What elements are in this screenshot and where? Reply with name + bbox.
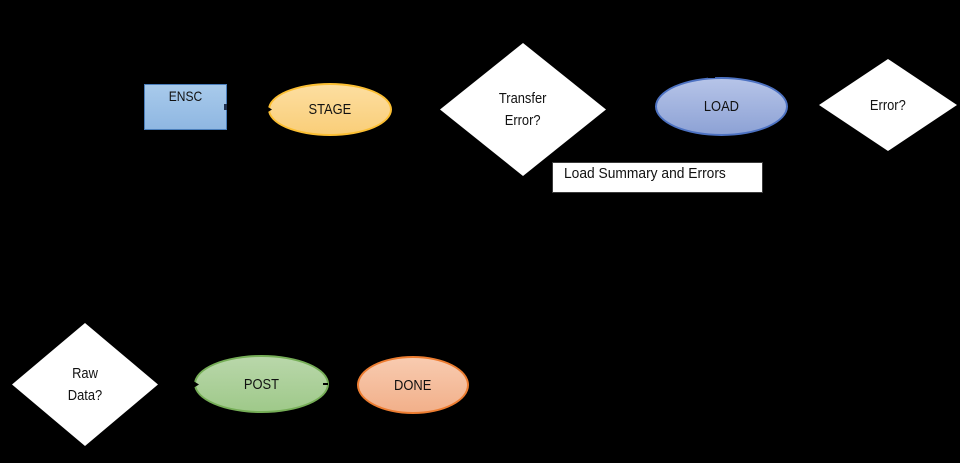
node-error-label: Error? xyxy=(870,96,906,114)
node-done-ellipse: DONE xyxy=(357,356,469,414)
node-stage-label: STAGE xyxy=(308,101,352,118)
node-ensc-label: ENSC xyxy=(168,88,203,104)
node-stage-ellipse: STAGE xyxy=(268,83,392,136)
node-transfer-error-label: Transfer Error? xyxy=(499,89,547,129)
node-ensc-rectangle: ENSC xyxy=(144,84,227,130)
connector-tick-icon xyxy=(323,383,328,385)
node-post-label: POST xyxy=(243,375,280,393)
node-post-ellipse: POST xyxy=(194,355,329,413)
node-raw-data-diamond: Raw Data? xyxy=(12,323,158,446)
node-load-summary-label: Load Summary and Errors xyxy=(564,165,726,182)
node-error-diamond: Error? xyxy=(819,59,957,151)
node-raw-data-label: Raw Data? xyxy=(67,364,103,404)
connector-arrowhead-icon xyxy=(263,104,272,115)
node-load-ellipse: LOAD xyxy=(655,77,788,136)
node-load-summary-rectangle: Load Summary and Errors xyxy=(552,162,763,193)
node-done-label: DONE xyxy=(394,376,432,394)
node-transfer-error-diamond: Transfer Error? xyxy=(440,43,606,176)
connector-tick-icon xyxy=(224,104,227,110)
node-load-label: LOAD xyxy=(703,98,740,115)
connector-arrowhead-icon xyxy=(190,379,199,390)
connector-tick-icon xyxy=(708,75,715,78)
